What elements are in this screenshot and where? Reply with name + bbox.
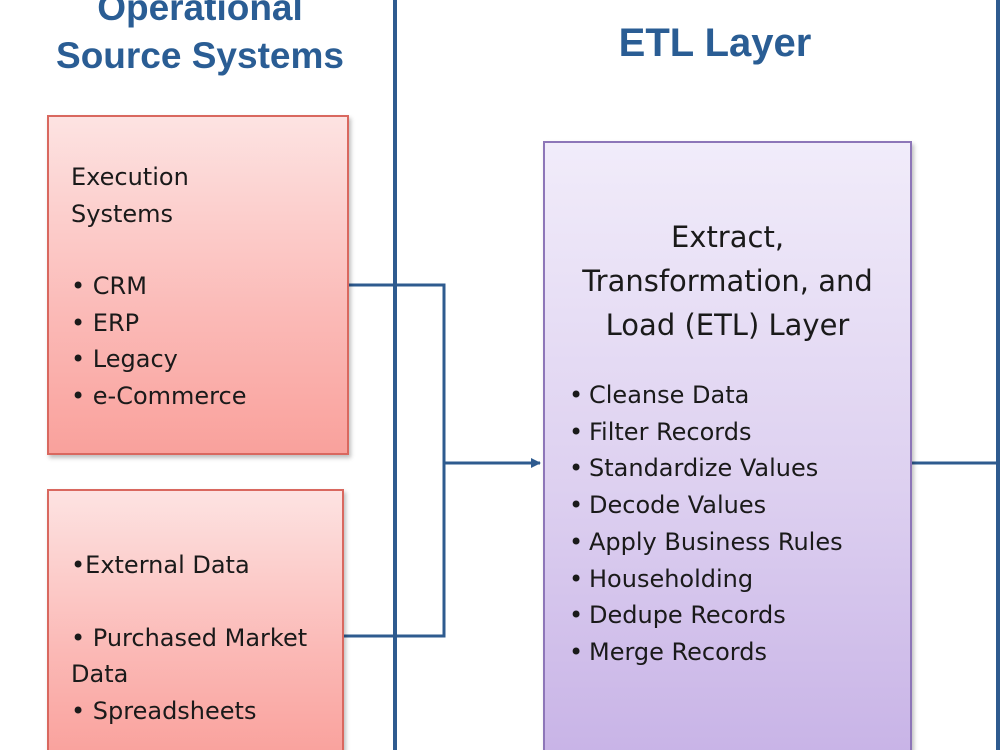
external-data-box: •External Data • Purchased Market Data •… (47, 489, 344, 750)
etl-title-line: Extract, (670, 220, 785, 254)
etl-step-cleanse-data: •Cleanse Data (569, 377, 910, 414)
etl-step-label: Dedupe Records (589, 601, 786, 630)
etl-step-decode-values: •Decode Values (569, 487, 910, 524)
box-heading-line: Execution (71, 163, 189, 191)
column-divider-left (393, 0, 397, 750)
source-item-erp: • ERP (71, 308, 140, 337)
column-divider-right (996, 0, 1000, 750)
etl-title-line: Load (ETL) Layer (605, 308, 850, 342)
source-item-purchased-market-data: • Purchased Market (71, 623, 308, 652)
etl-step-label: Filter Records (589, 417, 752, 446)
source-item-legacy: • Legacy (71, 345, 178, 373)
etl-step-filter-records: •Filter Records (569, 414, 910, 451)
bullet-icon: • (569, 381, 584, 409)
column-title-line: Source Systems (56, 35, 344, 76)
column-title-etl-layer: ETL Layer (618, 21, 812, 65)
bullet-icon: • (569, 637, 584, 666)
column-title-line: Operational (97, 0, 303, 28)
bullet-icon: • (569, 527, 584, 556)
bullet-icon: • (569, 491, 584, 520)
etl-step-merge-records: •Merge Records (569, 634, 910, 671)
etl-box-title: Extract, Transformation, and Load (ETL) … (545, 215, 910, 347)
etl-step-label: Cleanse Data (589, 381, 750, 409)
source-item-spreadsheets: • Spreadsheets (71, 696, 257, 725)
source-item-ecommerce: • e-Commerce (71, 381, 247, 410)
bullet-icon: • (569, 601, 584, 630)
etl-layer-box: Extract, Transformation, and Load (ETL) … (543, 141, 912, 750)
etl-step-apply-business-rules: •Apply Business Rules (569, 524, 910, 561)
etl-step-householding: •Householding (569, 561, 910, 598)
etl-step-label: Householding (589, 564, 754, 593)
etl-step-label: Standardize Values (589, 454, 819, 483)
bullet-icon: • (569, 564, 584, 593)
etl-step-dedupe-records: •Dedupe Records (569, 597, 910, 634)
source-item-external-data: •External Data (71, 551, 250, 579)
etl-step-standardize-values: •Standardize Values (569, 450, 910, 487)
etl-step-label: Apply Business Rules (589, 527, 843, 556)
bullet-icon: • (569, 454, 584, 483)
column-title-operational-source-systems: Operational Source Systems (20, 0, 380, 80)
box-heading-line: Systems (71, 199, 173, 228)
etl-step-label: Decode Values (589, 491, 767, 520)
source-item-crm: • CRM (71, 272, 147, 300)
etl-steps-list: •Cleanse Data •Filter Records •Standardi… (569, 377, 910, 671)
source-item-purchased-market-data-cont: Data (71, 660, 129, 688)
etl-title-line: Transformation, and (582, 264, 873, 298)
etl-step-label: Merge Records (589, 637, 767, 666)
bullet-icon: • (569, 417, 584, 446)
execution-systems-box: Execution Systems • CRM • ERP • Legacy •… (47, 115, 349, 455)
